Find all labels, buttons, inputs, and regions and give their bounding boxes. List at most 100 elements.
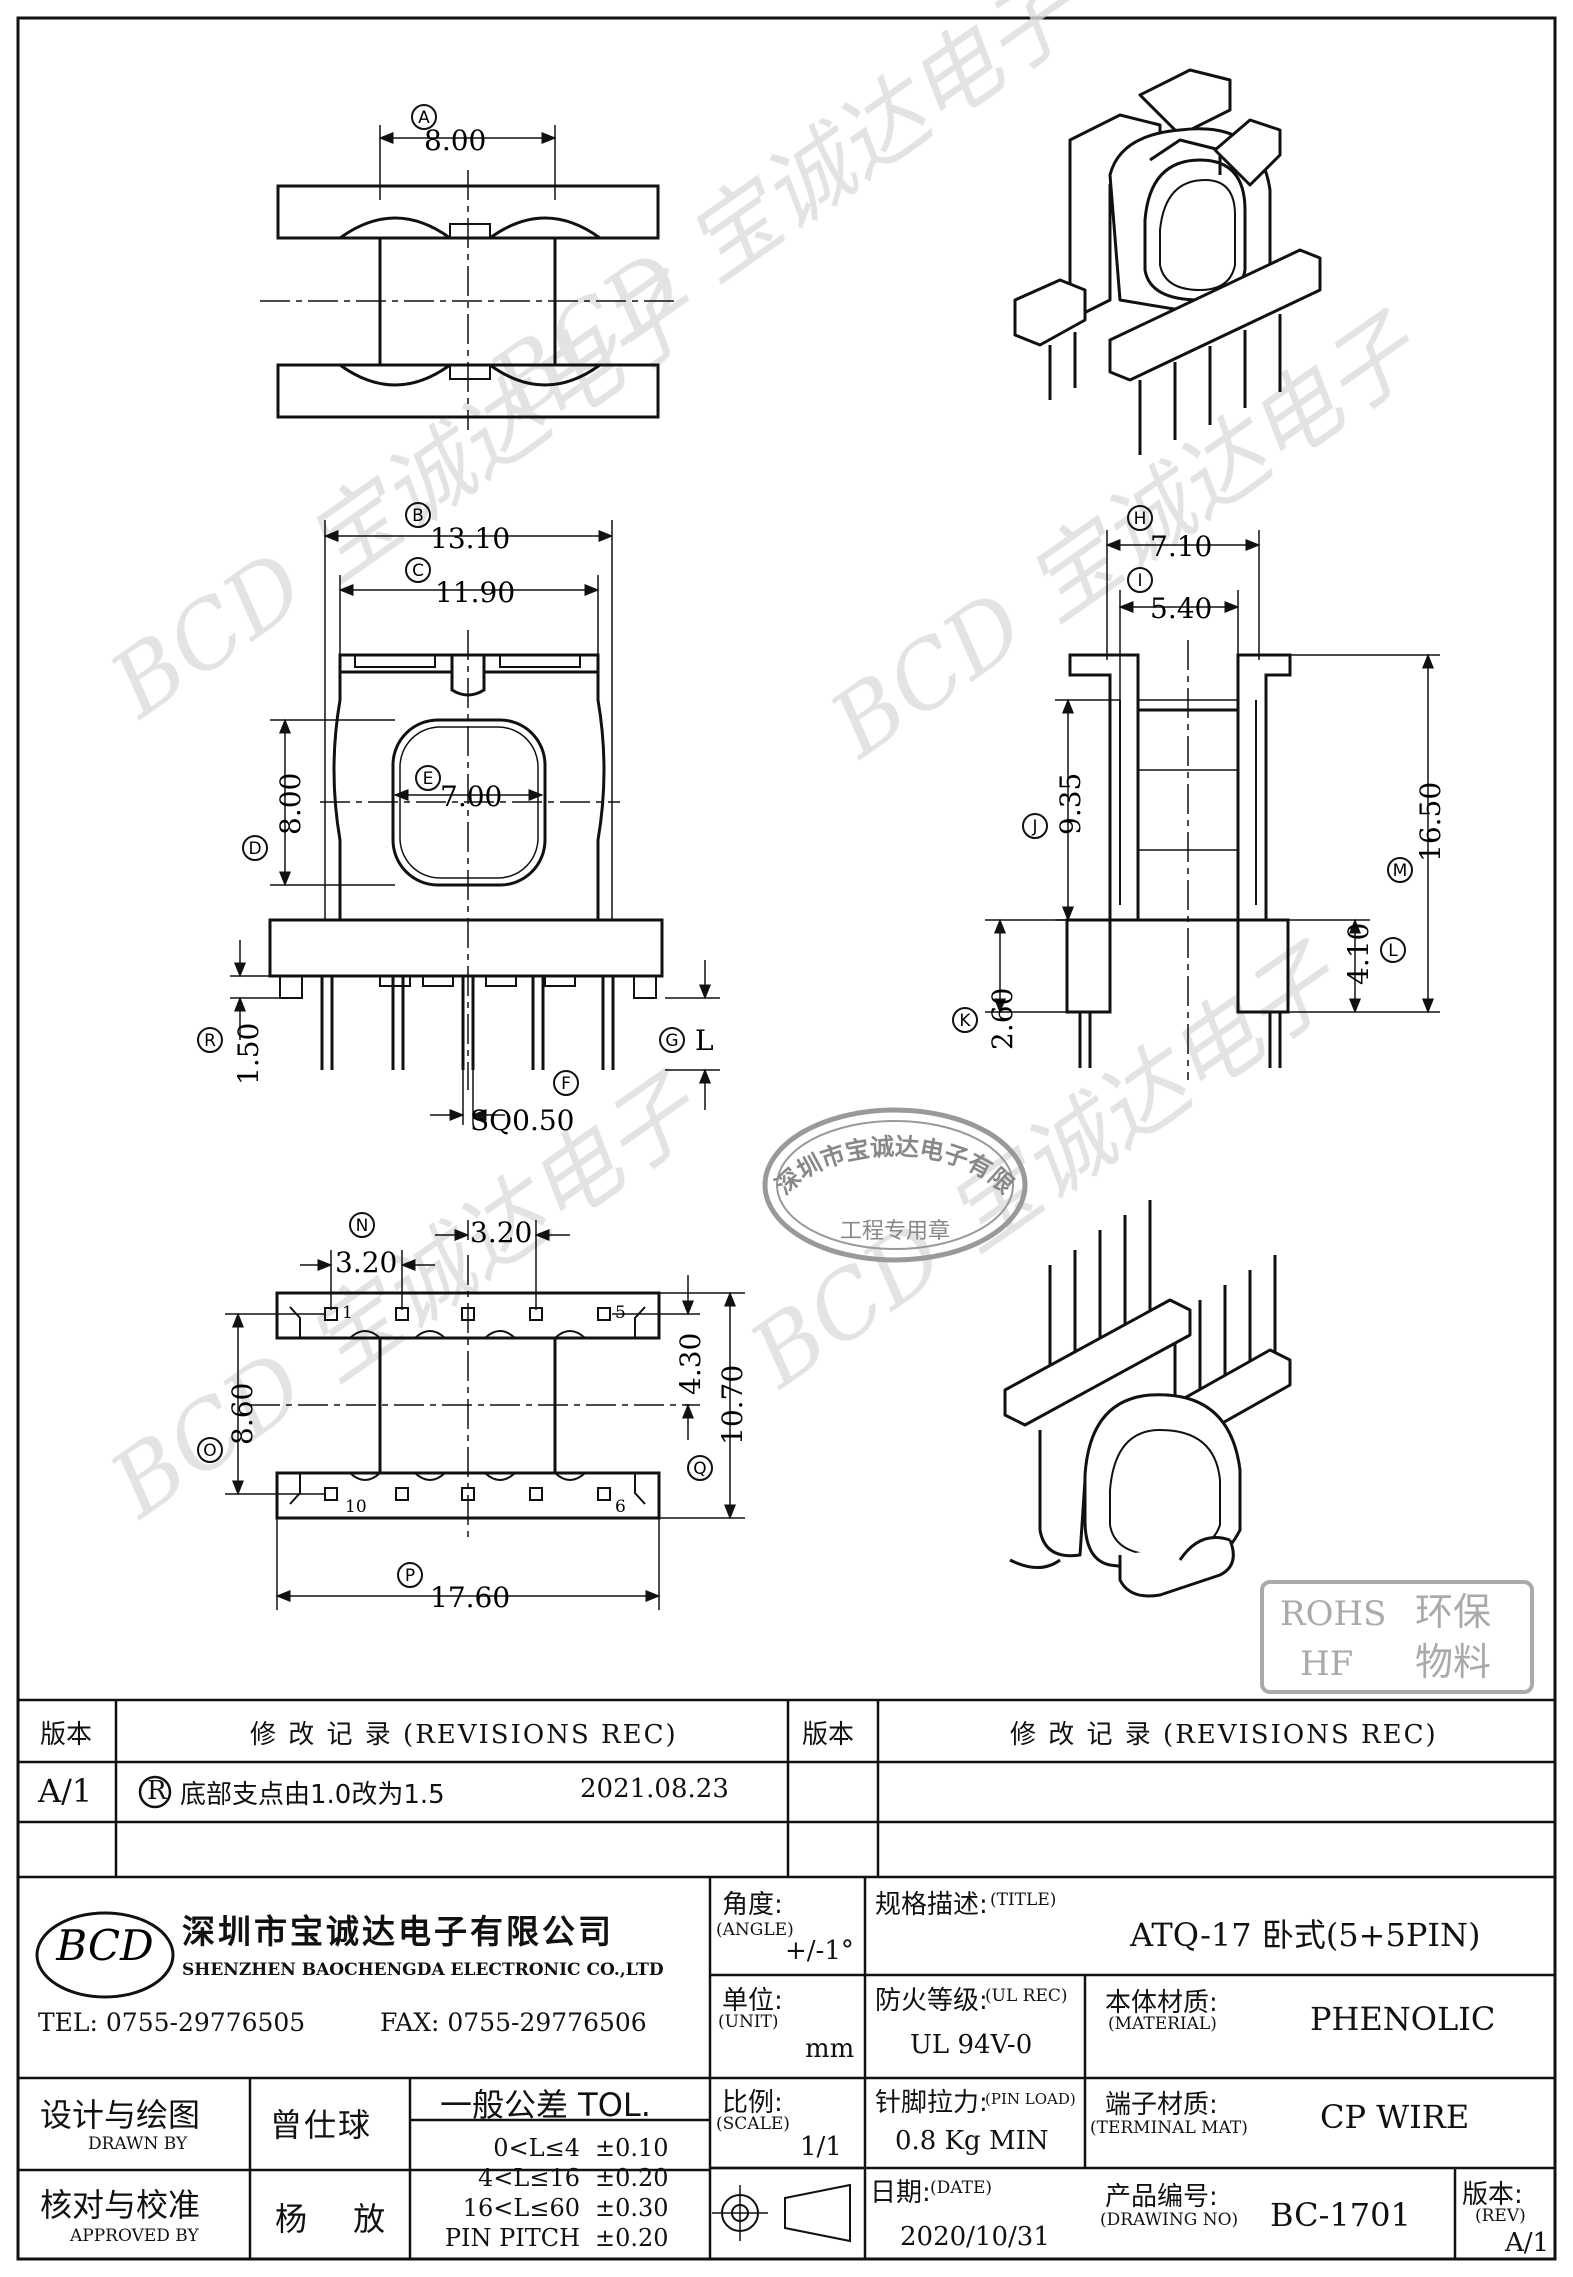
dim-G-value: L <box>695 1024 714 1057</box>
dim-B-value: 13.10 <box>430 522 510 555</box>
scale-value: 1/1 <box>800 2132 842 2162</box>
material-label: 物料 <box>1415 1640 1491 1684</box>
company-logo: BCD <box>35 1911 175 1999</box>
dim-D-value: 8.00 <box>274 773 307 835</box>
terminal-value: CP WIRE <box>1320 2098 1470 2136</box>
revision-ver-header-2: 版本 <box>802 1720 855 1750</box>
dim-J-value: 9.35 <box>1054 773 1087 835</box>
drawing-no-value: BC-1701 <box>1270 2196 1411 2234</box>
dim-N-value: 3.20 <box>335 1246 397 1279</box>
company-name-cn: 深圳市宝诚达电子有限公司 <box>182 1912 614 1951</box>
company-fax: FAX: 0755-29776506 <box>380 2008 647 2037</box>
drawing-no-label: 产品编号: <box>1105 2182 1218 2212</box>
rev-label: 版本: <box>1462 2180 1523 2210</box>
pin-label-5: 5 <box>615 1303 626 1323</box>
tolerance-range-3: 16<L≤60 <box>462 2194 580 2222</box>
rohs-label: ROHS <box>1280 1594 1386 1634</box>
dim-A-value: 8.00 <box>424 124 486 157</box>
material-en: (MATERIAL) <box>1108 2014 1217 2034</box>
ul-value: UL 94V-0 <box>910 2030 1033 2060</box>
unit-label: 单位: <box>722 1986 783 2016</box>
callout-G-label: G <box>665 1031 678 1051</box>
designer-en: DRAWN BY <box>88 2134 188 2154</box>
dim-N2-value: 3.20 <box>470 1216 532 1249</box>
dim-O-value: 8.60 <box>226 1383 259 1445</box>
callout-D-label: D <box>248 839 261 859</box>
pin-load-value: 0.8 Kg MIN <box>895 2126 1049 2156</box>
pin-load-label: 针脚拉力: <box>875 2088 988 2118</box>
designer-label: 设计与绘图 <box>40 2096 201 2134</box>
title-value: ATQ-17 卧式(5+5PIN) <box>1130 1916 1481 1954</box>
ul-label: 防火等级: <box>875 1986 988 2016</box>
tolerance-value-2: ±0.20 <box>595 2164 669 2192</box>
callouts-front <box>197 502 685 1096</box>
callout-J-label: J <box>1031 817 1037 837</box>
company-name-en: SHENZHEN BAOCHENGDA ELECTRONIC CO.,LTD <box>182 1960 664 1980</box>
tolerance-value-4: ±0.20 <box>595 2224 669 2252</box>
revision-rec-header-2: 修 改 记 录 (REVISIONS REC) <box>1010 1720 1438 1750</box>
revision-row1-date: 2021.08.23 <box>580 1774 729 1804</box>
bottom-view <box>225 1220 745 1610</box>
side-view <box>985 530 1440 1080</box>
callout-K-label: K <box>959 1011 971 1031</box>
dim-P-value: 17.60 <box>430 1581 510 1614</box>
checker-name: 杨 放 <box>275 2200 404 2238</box>
callout-I-label: I <box>1137 571 1142 591</box>
dim-L-value: 4.10 <box>1342 923 1375 985</box>
tolerance-value-3: ±0.30 <box>595 2194 669 2222</box>
angle-value: +/-1° <box>785 1936 854 1966</box>
dim-K-value: 2.60 <box>986 988 1019 1050</box>
tolerance-range-4: PIN PITCH <box>444 2224 580 2252</box>
callout-L-label: L <box>1388 941 1398 961</box>
scale-label: 比例: <box>722 2088 783 2118</box>
rev-value: A/1 <box>1505 2228 1550 2258</box>
callout-M-label: M <box>1393 861 1408 881</box>
angle-label: 角度: <box>722 1890 783 1920</box>
rev-en: (REV) <box>1475 2206 1526 2226</box>
pin-label-1: 1 <box>342 1303 353 1323</box>
title-block-grid <box>18 1698 1555 2259</box>
tolerance-range-1: 0<L≤4 <box>493 2134 580 2162</box>
revision-row1-mark: R <box>147 1776 167 1806</box>
revision-row1-text: 底部支点由1.0改为1.5 <box>180 1780 445 1810</box>
title-en: (TITLE) <box>990 1890 1057 1910</box>
rohs-box: ROHS HF 环保 物料 <box>1260 1580 1534 1694</box>
svg-text:BCD 宝诚达电子: BCD 宝诚达电子 <box>91 1054 721 1539</box>
tolerance-value-1: ±0.10 <box>595 2134 669 2162</box>
callout-B-label: B <box>412 506 424 526</box>
ul-en: (UL REC) <box>985 1986 1068 2006</box>
terminal-label: 端子材质: <box>1105 2090 1218 2120</box>
dim-Q-value: 10.70 <box>716 1365 749 1445</box>
top-view <box>260 125 676 430</box>
tolerance-label: 一般公差 TOL. <box>440 2086 651 2124</box>
callout-Q-label: Q <box>693 1459 706 1479</box>
dim-Q2-value: 4.30 <box>674 1333 707 1395</box>
date-label: 日期: <box>870 2178 931 2208</box>
callout-C-label: C <box>412 561 424 581</box>
svg-text:BCD: BCD <box>55 1921 153 1970</box>
unit-en: (UNIT) <box>718 2012 779 2032</box>
iso-view-bottom <box>1003 1200 1292 1598</box>
date-value: 2020/10/31 <box>900 2222 1050 2252</box>
callout-P-label: P <box>405 1566 415 1586</box>
revision-row1-ver: A/1 <box>38 1772 93 1810</box>
revision-ver-header: 版本 <box>40 1720 93 1750</box>
tolerance-range-2: 4<L≤16 <box>478 2164 580 2192</box>
sheet-border <box>16 16 1557 2261</box>
title-label: 规格描述: <box>875 1890 988 1920</box>
hf-label: HF <box>1300 1644 1353 1684</box>
callout-A-label: A <box>418 108 430 128</box>
company-tel: TEL: 0755-29776505 <box>38 2008 306 2037</box>
checker-en: APPROVED BY <box>70 2226 199 2246</box>
pin-label-10: 10 <box>345 1497 367 1517</box>
material-label: 本体材质: <box>1105 1988 1218 2018</box>
callout-E-label: E <box>423 769 434 789</box>
revision-rec-header: 修 改 记 录 (REVISIONS REC) <box>250 1720 678 1750</box>
callout-F-label: F <box>561 1074 571 1094</box>
seal-subtext: 工程专用章 <box>840 1219 950 1244</box>
callouts-bottom <box>197 1212 713 1588</box>
material-value: PHENOLIC <box>1310 2000 1496 2038</box>
drawing-no-en: (DRAWING NO) <box>1100 2210 1239 2230</box>
scale-en: (SCALE) <box>716 2114 790 2134</box>
